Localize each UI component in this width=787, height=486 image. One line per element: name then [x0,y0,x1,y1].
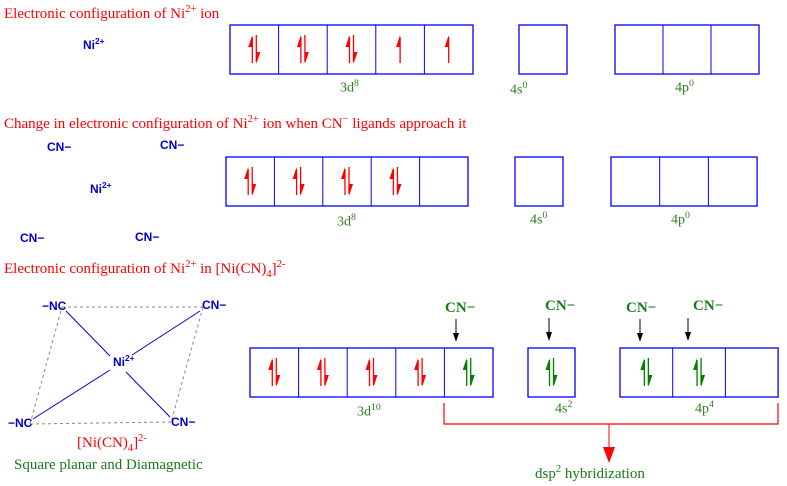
spin-up-arrowhead [345,35,350,47]
donation-arrowhead [685,332,691,341]
donation-arrowhead [546,332,552,341]
orbital-label-4s: 4s2 [555,399,573,417]
spin-down-arrowhead [470,375,475,387]
orbital-label-4s: 4s0 [530,210,548,228]
ligand-cn: CN− [160,138,185,152]
ni-ion-label: Ni2+ [83,36,105,52]
donation-arrowhead [453,333,459,342]
spin-down-arrowhead [353,52,358,64]
spin-up-arrowhead [414,358,419,370]
orbital-group-3d [225,156,469,207]
complex-formula: [Ni(CN)4]2- [77,433,147,454]
spin-up-arrowhead [396,35,401,47]
spin-up-arrowhead [296,35,301,47]
spin-down-arrowhead [324,375,329,387]
spin-down-arrowhead [300,184,305,196]
ni-cn-bond [125,371,171,418]
ligand-cn: CN− [47,140,72,154]
spin-down-arrowhead [701,375,706,387]
spin-down-arrowhead [252,184,257,196]
ni-cn-bond [65,310,111,357]
orbital-group-4p [610,156,758,207]
spin-up-arrowhead [341,167,345,179]
ligand-nc: −NC [42,299,67,313]
spin-up-arrowhead [292,167,297,179]
square-edge [170,306,204,423]
ni-cn-bond [32,369,111,420]
section2-title: Change in electronic configuration of Ni… [4,114,467,132]
orbital-group-4s [514,156,564,207]
orbital-label-4p: 4p0 [675,78,694,96]
hybridization-bracket [443,403,779,425]
orbital-label-3d: 3d8 [337,212,356,230]
orbital-group-3d [229,24,474,75]
spin-up-arrowhead [316,358,321,370]
spin-up-arrowhead [389,167,394,179]
complex-description: Square planar and Diamagnetic [14,457,203,473]
orbital-group-4s [527,347,576,398]
spin-up-arrowhead [365,358,370,370]
spin-up-arrowhead [693,358,698,370]
incoming-ligand-label: CN− [545,298,576,314]
spin-up-arrowhead [444,35,449,47]
ligand-cn: CN− [171,415,196,429]
spin-down-arrowhead [349,184,353,196]
orbital-label-3d: 3d8 [340,78,359,96]
spin-down-arrowhead [276,375,281,387]
section1-title: Electronic configuration of Ni2+ ion [4,4,220,22]
orbital-group-3d [249,347,494,398]
spin-down-arrowhead [256,52,261,64]
orbital-label-3d: 3d10 [357,402,381,420]
spin-up-arrowhead [545,358,550,370]
orbital-group-4p [619,347,779,398]
ni-center-label: Ni2+ [113,353,135,369]
spin-up-arrowhead [640,358,645,370]
ligand-nc: −NC [8,416,33,430]
orbital-group-4p [614,24,760,75]
spin-down-arrowhead [648,375,653,387]
orbital-label-4s: 4s0 [510,80,528,98]
donation-arrowhead [637,333,643,342]
orbital-label-4p: 4p0 [671,210,690,228]
hybridization-arrowhead [603,447,615,463]
spin-down-arrowhead [304,52,309,64]
ni-cn-bond [131,310,201,356]
spin-down-arrowhead [553,375,558,387]
spin-down-arrowhead [373,375,378,387]
square-edge [29,306,63,425]
incoming-ligand-label: CN− [626,300,657,316]
hybridization-label: dsp2 hybridization [535,464,645,482]
square-edge [29,421,172,425]
incoming-ligand-label: CN− [445,300,476,316]
spin-up-arrowhead [248,35,253,47]
spin-up-arrowhead [244,167,249,179]
orbital-label-4p: 4p4 [695,399,714,417]
incoming-ligand-label: CN− [693,298,724,314]
ni-ion-label: Ni2+ [90,180,112,196]
ligand-cn: CN− [20,231,45,245]
spin-down-arrowhead [397,184,402,196]
spin-down-arrowhead [422,375,427,387]
orbital-group-4s [518,24,568,75]
section3-title: Electronic configuration of Ni2+ in [Ni(… [4,259,286,280]
ligand-cn: CN− [202,298,227,312]
spin-up-arrowhead [462,358,467,370]
spin-up-arrowhead [268,358,273,370]
ligand-cn: CN− [135,230,160,244]
